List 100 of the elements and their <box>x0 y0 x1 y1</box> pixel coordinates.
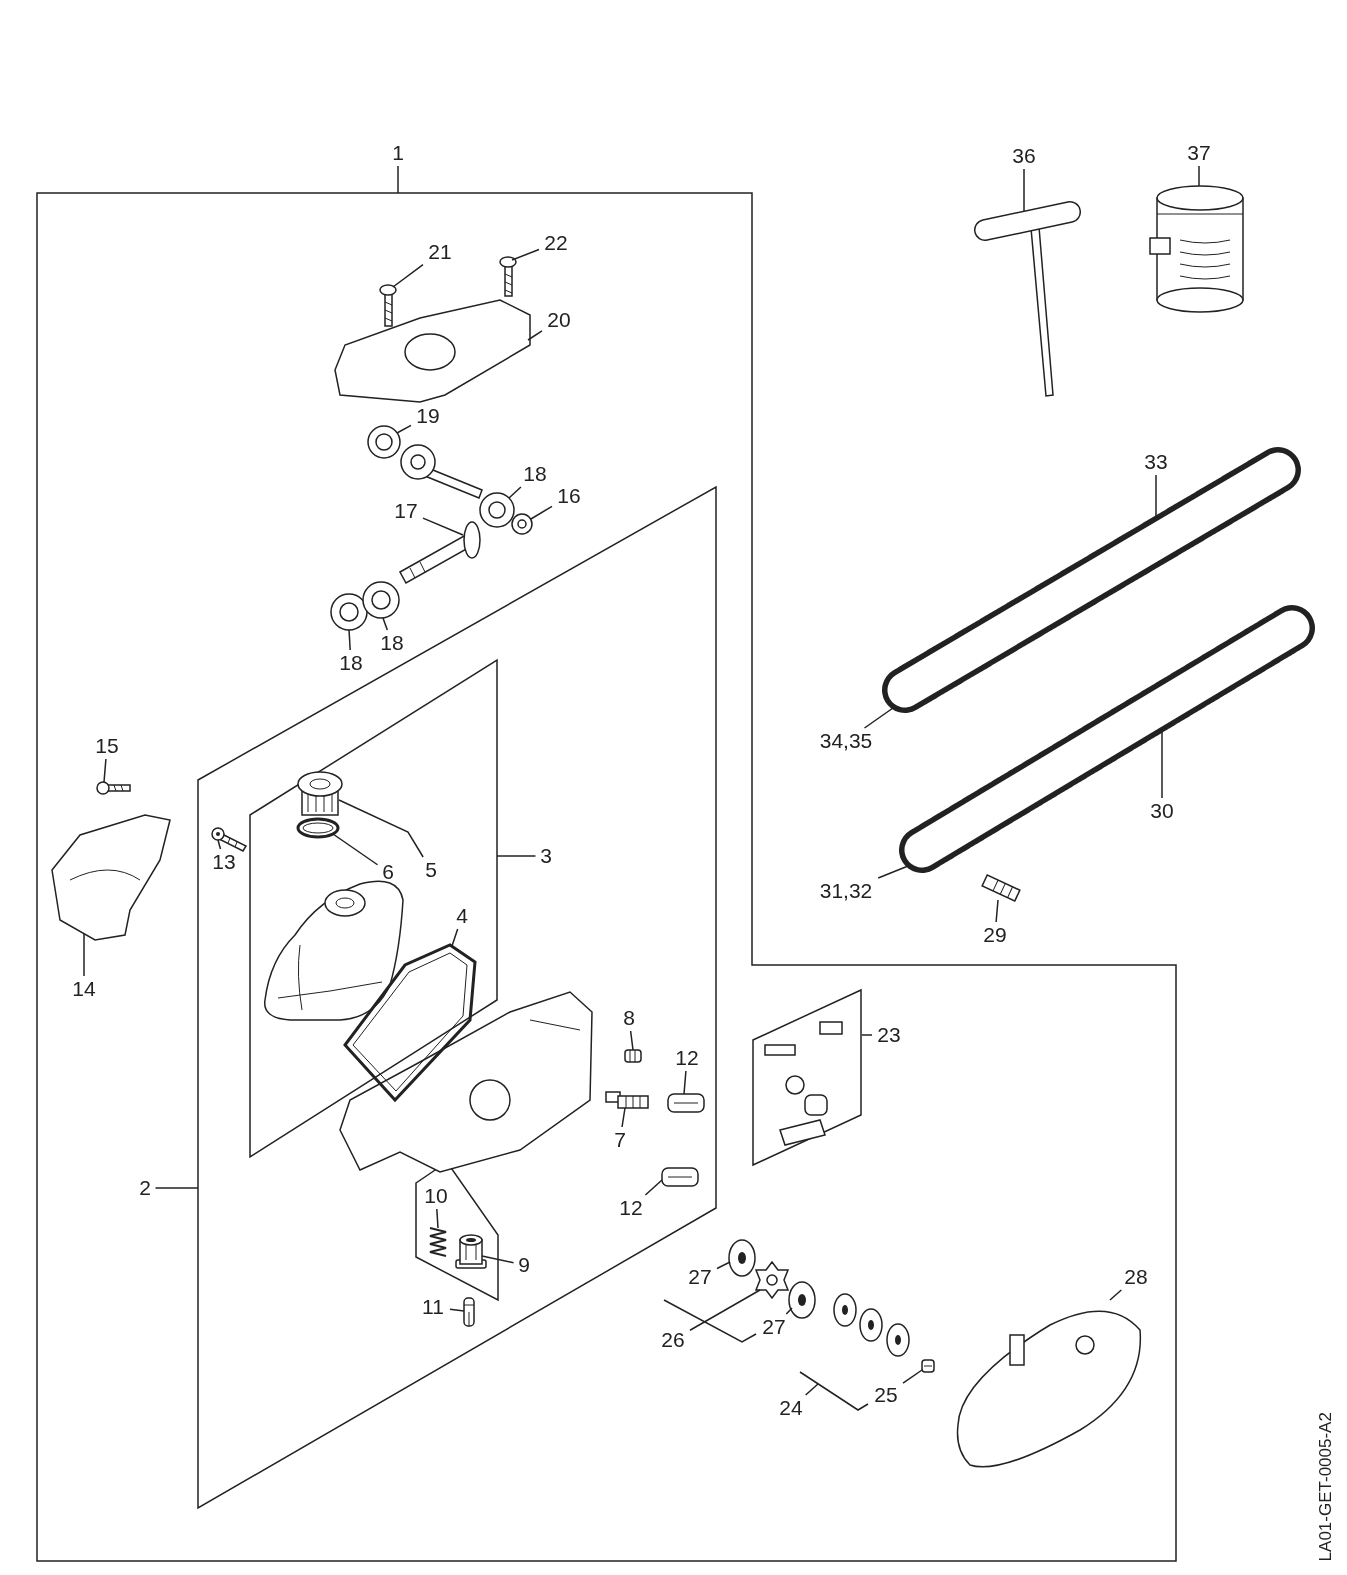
leader-line <box>338 799 424 858</box>
callout-number: 4 <box>454 904 470 928</box>
shaft-drawing <box>399 521 481 585</box>
callout-number: 1 <box>390 141 406 165</box>
leader-line <box>392 263 424 288</box>
callout-number: 36 <box>1010 144 1038 168</box>
leader-line <box>863 707 894 729</box>
callout-number: 3 <box>538 844 554 868</box>
callout-number: 27 <box>760 1315 788 1339</box>
guide-bar-with-chain-drawing <box>899 605 1315 873</box>
callout-number: 10 <box>422 1184 450 1208</box>
callout-number: 12 <box>617 1196 645 1220</box>
leader-line <box>877 865 909 879</box>
callout-number: 34,35 <box>817 729 875 753</box>
callout-number: 29 <box>981 923 1009 947</box>
callout-number: 24 <box>777 1396 805 1420</box>
callout-number: 6 <box>380 860 396 884</box>
callout-number: 15 <box>93 734 121 758</box>
leader-line <box>530 505 553 520</box>
wrench-drawing <box>974 201 1081 397</box>
callout-number: 18 <box>521 462 549 486</box>
callout-number: 31,32 <box>817 879 875 903</box>
pad-drawing <box>667 1093 705 1113</box>
stud-drawing <box>624 1049 642 1063</box>
callout-number: 14 <box>70 977 98 1001</box>
leader-line <box>683 1070 687 1095</box>
callout-number: 37 <box>1185 141 1213 165</box>
callout-number: 21 <box>426 240 454 264</box>
washer-drawing <box>728 1239 756 1277</box>
leader-line <box>644 1179 663 1196</box>
leader-line <box>348 629 351 651</box>
leader-line <box>103 758 107 783</box>
callout-number: 30 <box>1148 799 1176 823</box>
leader-line <box>508 486 522 499</box>
leader-line <box>397 165 399 194</box>
callout-number: 7 <box>612 1128 628 1152</box>
leader-line <box>481 1255 515 1264</box>
leader-line <box>422 517 464 536</box>
callout-number: 12 <box>673 1046 701 1070</box>
screw-drawing <box>921 1359 935 1373</box>
sleeve-drawing <box>455 1234 487 1269</box>
callout-number: 13 <box>210 850 238 874</box>
cover-drawing <box>51 814 171 941</box>
leader-line <box>716 1261 731 1270</box>
pad-drawing <box>661 1167 699 1187</box>
spring-drawing <box>429 1227 447 1257</box>
washer-drawing <box>511 513 533 535</box>
bearing-drawing <box>362 581 400 619</box>
callout-number: 27 <box>686 1265 714 1289</box>
bearing-drawing <box>367 425 401 459</box>
leader-line <box>436 1208 439 1229</box>
leader-line <box>527 330 543 341</box>
screw-drawing <box>96 781 131 795</box>
callout-number: 18 <box>378 631 406 655</box>
leader-line <box>1023 168 1025 212</box>
leader-line <box>451 928 459 947</box>
callout-number: 17 <box>392 499 420 523</box>
callout-number: 8 <box>621 1006 637 1030</box>
o-ring-drawing <box>296 817 340 839</box>
leader-line <box>995 899 999 923</box>
callout-number: 26 <box>659 1328 687 1352</box>
callout-number: 9 <box>516 1253 532 1277</box>
leader-line <box>621 1107 626 1128</box>
callout-number: 11 <box>420 1295 446 1319</box>
guide-bar-with-chain-drawing <box>882 447 1301 713</box>
document-code: LA01-GET-0005-A2 <box>1315 1411 1337 1564</box>
leader-line <box>396 424 412 434</box>
callout-number: 25 <box>872 1383 900 1407</box>
screw-drawing <box>499 256 517 297</box>
leader-line <box>511 248 540 261</box>
leader-line <box>83 933 85 977</box>
sprocket-cover-drawing <box>956 1310 1142 1468</box>
leader-line <box>382 617 389 631</box>
leader-line <box>689 1289 761 1331</box>
gear-housing-drawing <box>334 299 531 403</box>
leader-line <box>861 1034 873 1036</box>
filler-cap-drawing <box>297 771 343 816</box>
washer-drawing <box>788 1281 816 1319</box>
leader-line <box>217 839 222 850</box>
stud-drawing <box>605 1091 649 1109</box>
leader-line <box>629 1030 634 1051</box>
leader-line <box>1109 1289 1123 1301</box>
callout-number: 28 <box>1122 1265 1150 1289</box>
leader-line <box>496 855 537 857</box>
leader-line <box>1198 165 1200 187</box>
callout-number: 23 <box>875 1023 903 1047</box>
bearing-drawing <box>479 492 515 528</box>
container-drawing <box>1149 185 1244 313</box>
callout-number: 20 <box>545 308 573 332</box>
callout-number: 22 <box>542 231 570 255</box>
pin-drawing <box>463 1297 475 1327</box>
leader-line <box>154 1187 199 1189</box>
screw-drawing <box>379 284 397 327</box>
callout-number: 16 <box>555 484 583 508</box>
leader-line <box>449 1308 465 1312</box>
callout-number: 2 <box>137 1176 153 1200</box>
screw-drawing <box>211 827 248 852</box>
callout-number: 19 <box>414 404 442 428</box>
gasket-drawing <box>343 943 477 1103</box>
callout-number: 33 <box>1142 450 1170 474</box>
